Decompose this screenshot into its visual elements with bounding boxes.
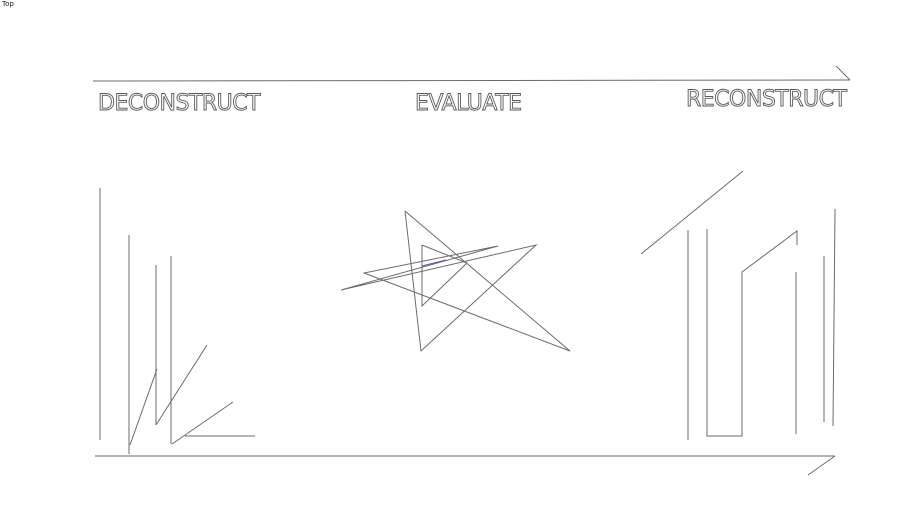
deconstruct-sketch [99, 188, 255, 454]
heading-reconstruct: RECONSTRUCT [686, 87, 847, 112]
evaluate-sketch [340, 210, 571, 353]
view-name-label: Top [2, 0, 14, 8]
top-arrow [92, 65, 851, 82]
heading-evaluate: EVALUATE [415, 91, 522, 116]
reconstruct-sketch [640, 170, 836, 440]
heading-deconstruct: DECONSTRUCT [98, 91, 261, 116]
bottom-arrow [95, 455, 836, 476]
